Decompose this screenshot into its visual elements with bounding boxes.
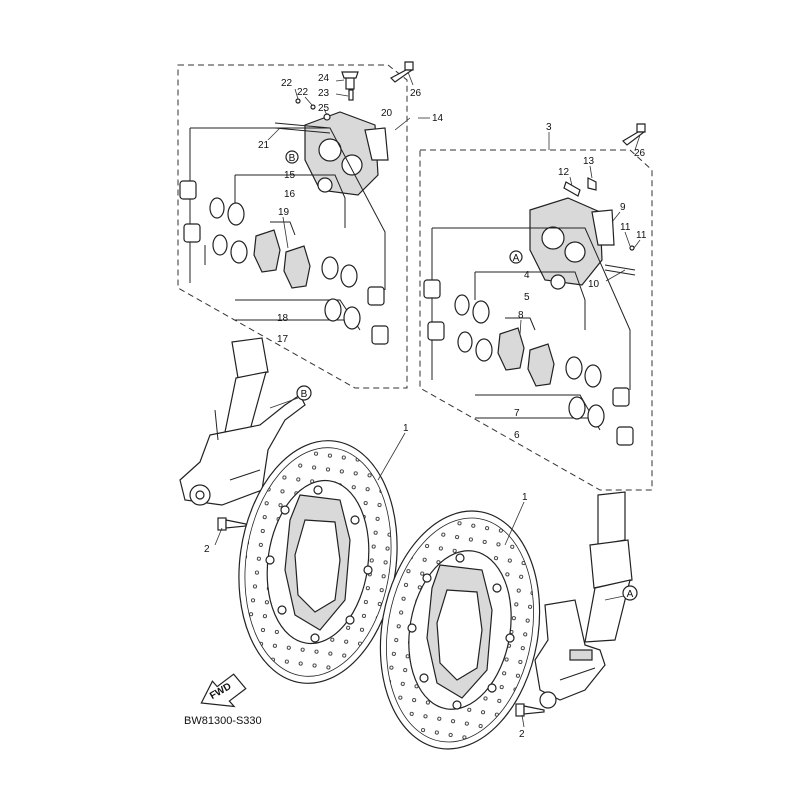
label-3: 3 <box>546 122 552 133</box>
left-brake-disc <box>238 440 398 684</box>
left-pistons-seals <box>179 180 389 345</box>
callout-a-lower: A <box>604 585 638 601</box>
label-17: 17 <box>277 334 289 345</box>
leader-lines <box>214 71 641 728</box>
label-26-left: 26 <box>410 88 422 99</box>
label-6: 6 <box>514 430 520 441</box>
label-13: 13 <box>583 156 595 167</box>
right-caliper-group-box <box>419 149 653 491</box>
label-20: 20 <box>381 108 393 119</box>
label-23: 23 <box>318 88 330 99</box>
label-5: 5 <box>524 292 530 303</box>
left-caliper-body <box>274 71 389 196</box>
fwd-arrow-icon: FWD <box>200 673 247 708</box>
label-26-right: 26 <box>634 148 646 159</box>
left-fork-leg <box>179 337 306 506</box>
right-pistons-seals <box>423 279 634 446</box>
label-22-b: 22 <box>297 87 309 98</box>
label-22-a: 22 <box>281 78 293 89</box>
label-4: 4 <box>524 270 530 281</box>
label-2-left: 2 <box>204 544 210 555</box>
label-1-left: 1 <box>403 423 409 434</box>
label-18: 18 <box>277 313 289 324</box>
left-caliper-bolt <box>390 61 414 83</box>
left-disc-bolt <box>217 517 247 531</box>
label-25: 25 <box>318 103 330 114</box>
label-8: 8 <box>518 310 524 321</box>
label-11-a: 11 <box>620 222 631 233</box>
callout-a-upper: A <box>509 250 523 264</box>
label-24: 24 <box>318 73 330 84</box>
diagram-code: BW81300-S330 <box>184 715 262 727</box>
label-1-right: 1 <box>522 492 528 503</box>
callout-b-upper-text: B <box>289 153 296 164</box>
label-19: 19 <box>278 207 290 218</box>
right-caliper-bolt <box>622 123 646 146</box>
callout-b-lower-text: B <box>301 389 308 400</box>
left-piston-brackets <box>189 127 386 331</box>
label-12: 12 <box>558 167 570 178</box>
label-16: 16 <box>284 189 296 200</box>
part-number-labels: 1 1 2 2 3 4 5 6 7 8 9 10 11 11 12 13 14 … <box>204 73 647 740</box>
label-14: 14 <box>432 113 444 124</box>
right-disc-bolt <box>515 703 545 717</box>
label-15: 15 <box>284 170 296 181</box>
left-caliper-group-box <box>177 64 408 389</box>
callout-b-lower: B <box>269 385 312 409</box>
label-7: 7 <box>514 408 520 419</box>
right-caliper-body <box>529 177 636 290</box>
callout-a-lower-text: A <box>627 589 634 600</box>
label-21: 21 <box>258 140 270 151</box>
label-9: 9 <box>620 202 626 213</box>
label-11-b: 11 <box>636 230 647 241</box>
callout-b-upper: B <box>285 150 299 164</box>
label-2-right: 2 <box>519 729 525 740</box>
label-10: 10 <box>588 279 600 290</box>
right-fork-leg <box>534 491 633 709</box>
callout-a-upper-text: A <box>513 253 520 264</box>
right-brake-disc <box>379 510 541 750</box>
